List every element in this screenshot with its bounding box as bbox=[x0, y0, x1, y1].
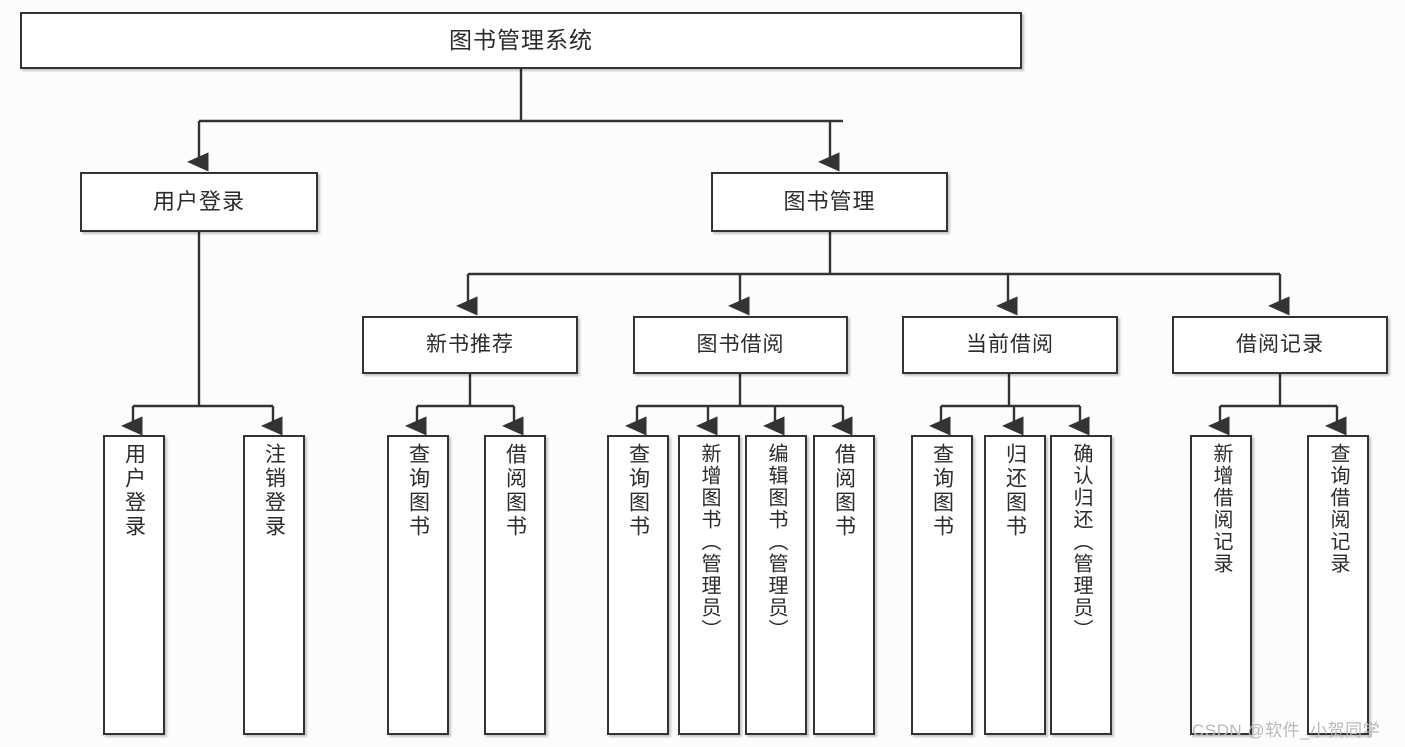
leaf-borrow-book-1-label: 借阅图书 bbox=[503, 443, 527, 539]
node-book-borrow[interactable]: 图书借阅 bbox=[633, 316, 848, 374]
leaf-add-book[interactable]: 新增图书（管理员） bbox=[678, 435, 740, 735]
leaf-confirm-return[interactable]: 确认归还（管理员） bbox=[1050, 435, 1112, 735]
node-new-book-recommend-label: 新书推荐 bbox=[426, 332, 514, 356]
leaf-query-book-2-label: 查询图书 bbox=[626, 443, 650, 539]
leaf-borrow-book-1[interactable]: 借阅图书 bbox=[484, 435, 546, 735]
leaf-query-record[interactable]: 查询借阅记录 bbox=[1307, 435, 1369, 735]
node-current-borrow[interactable]: 当前借阅 bbox=[902, 316, 1118, 374]
node-borrow-record-label: 借阅记录 bbox=[1236, 332, 1324, 356]
node-borrow-record[interactable]: 借阅记录 bbox=[1172, 316, 1388, 374]
leaf-query-book-1[interactable]: 查询图书 bbox=[387, 435, 449, 735]
leaf-query-record-label: 查询借阅记录 bbox=[1327, 443, 1349, 575]
leaf-add-record-label: 新增借阅记录 bbox=[1210, 443, 1232, 575]
leaf-borrow-book-2[interactable]: 借阅图书 bbox=[813, 435, 875, 735]
leaf-user-login[interactable]: 用户登录 bbox=[103, 435, 165, 735]
leaf-logout-label: 注销登录 bbox=[262, 443, 286, 539]
leaf-add-record[interactable]: 新增借阅记录 bbox=[1190, 435, 1252, 735]
leaf-edit-book-label: 编辑图书（管理员） bbox=[765, 443, 787, 641]
leaf-query-book-1-label: 查询图书 bbox=[406, 443, 430, 539]
leaf-borrow-book-2-label: 借阅图书 bbox=[832, 443, 856, 539]
leaf-return-book[interactable]: 归还图书 bbox=[984, 435, 1046, 735]
node-book-manage-label: 图书管理 bbox=[783, 189, 876, 215]
leaf-return-book-label: 归还图书 bbox=[1003, 443, 1027, 539]
node-user-login[interactable]: 用户登录 bbox=[80, 172, 318, 232]
leaf-user-login-label: 用户登录 bbox=[122, 443, 146, 539]
node-new-book-recommend[interactable]: 新书推荐 bbox=[362, 316, 578, 374]
leaf-query-book-3[interactable]: 查询图书 bbox=[911, 435, 973, 735]
leaf-confirm-return-label: 确认归还（管理员） bbox=[1070, 443, 1092, 641]
leaf-query-book-3-label: 查询图书 bbox=[930, 443, 954, 539]
node-root[interactable]: 图书管理系统 bbox=[20, 12, 1022, 69]
leaf-edit-book[interactable]: 编辑图书（管理员） bbox=[745, 435, 807, 735]
leaf-query-book-2[interactable]: 查询图书 bbox=[607, 435, 669, 735]
watermark: CSDN @软件_小贺同学 bbox=[1192, 721, 1381, 740]
node-current-borrow-label: 当前借阅 bbox=[966, 332, 1054, 356]
leaf-add-book-label: 新增图书（管理员） bbox=[698, 443, 720, 641]
node-root-label: 图书管理系统 bbox=[449, 26, 593, 53]
leaf-logout[interactable]: 注销登录 bbox=[243, 435, 305, 735]
node-user-login-label: 用户登录 bbox=[152, 189, 245, 215]
node-book-manage[interactable]: 图书管理 bbox=[711, 172, 948, 232]
node-book-borrow-label: 图书借阅 bbox=[696, 332, 785, 356]
